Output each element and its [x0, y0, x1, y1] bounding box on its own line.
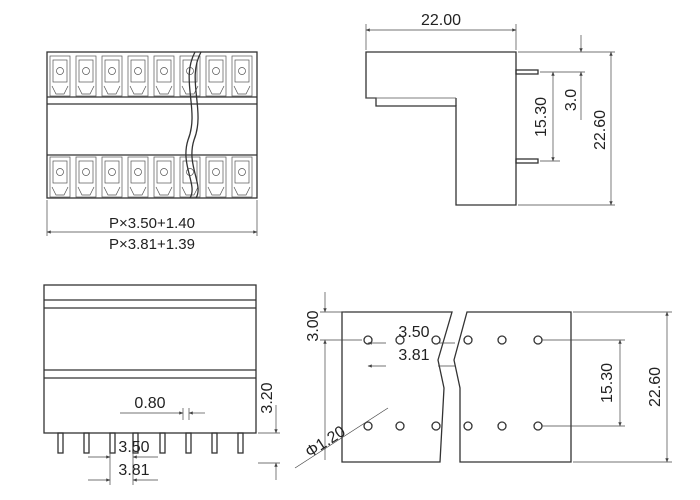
hole: [533, 335, 543, 345]
pin: [159, 432, 166, 454]
terminal: [231, 156, 253, 198]
terminal: [153, 156, 175, 198]
footprint-pitch-b: 3.81: [398, 347, 429, 364]
pin: [132, 432, 139, 454]
front-view: 0.80 3.20 3.50 3.81: [43, 284, 280, 485]
hole: [533, 421, 543, 431]
terminal: [75, 156, 97, 198]
side-width-label: 22.00: [421, 12, 461, 29]
pcb-footprint: 3.00 3.50 3.81 15.30 22.60 Φ1.20: [294, 292, 672, 469]
front-pitch-a: 3.50: [118, 439, 149, 456]
footprint-total-height: 22.60: [647, 367, 664, 407]
front-pitch-b: 3.81: [118, 462, 149, 479]
footprint-left-panel: [341, 311, 453, 463]
side-pin-offset: 3.0: [563, 89, 580, 111]
pin-width-label: 0.80: [134, 395, 165, 412]
pin: [185, 432, 192, 454]
break-line: [185, 51, 196, 199]
pin: [211, 432, 218, 454]
terminal: [101, 156, 123, 198]
front-view-body: [43, 284, 257, 434]
hole: [497, 421, 507, 431]
hole: [395, 421, 405, 431]
hole: [463, 421, 473, 431]
side-view-body: [365, 51, 517, 206]
hole: [395, 335, 405, 345]
footprint-pitch-a: 3.50: [398, 324, 429, 341]
side-inner-height: 15.30: [533, 97, 550, 137]
terminal-row: [49, 55, 253, 198]
hole: [363, 421, 373, 431]
hole: [463, 335, 473, 345]
pin-row: [57, 432, 244, 454]
pin-length-label: 3.20: [259, 382, 276, 413]
terminal: [75, 55, 97, 97]
terminal: [49, 55, 71, 97]
pin: [57, 432, 64, 454]
pin: [109, 432, 116, 454]
terminal: [101, 55, 123, 97]
hole: [431, 335, 441, 345]
terminal: [205, 156, 227, 198]
terminal: [231, 55, 253, 97]
pitch-formula-2: P×3.81+1.39: [109, 236, 195, 253]
terminal: [153, 55, 175, 97]
top-view-outline: [46, 51, 258, 199]
pin: [83, 432, 90, 454]
side-view: 22.00 15.30 3.0 22.60: [365, 12, 615, 206]
terminal: [49, 156, 71, 198]
pin: [237, 432, 244, 454]
side-total-height: 22.60: [592, 110, 609, 150]
hole: [497, 335, 507, 345]
top-view: P×3.50+1.40 P×3.81+1.39: [46, 51, 258, 253]
terminal: [205, 55, 227, 97]
footprint-row-spacing: 15.30: [599, 363, 616, 403]
pitch-formula-1: P×3.50+1.40: [109, 215, 195, 232]
terminal: [127, 156, 149, 198]
hole-grid: [363, 335, 543, 431]
hole: [431, 421, 441, 431]
footprint-right-panel: [453, 311, 572, 463]
terminal: [127, 55, 149, 97]
edge-offset-label: 3.00: [305, 310, 322, 341]
